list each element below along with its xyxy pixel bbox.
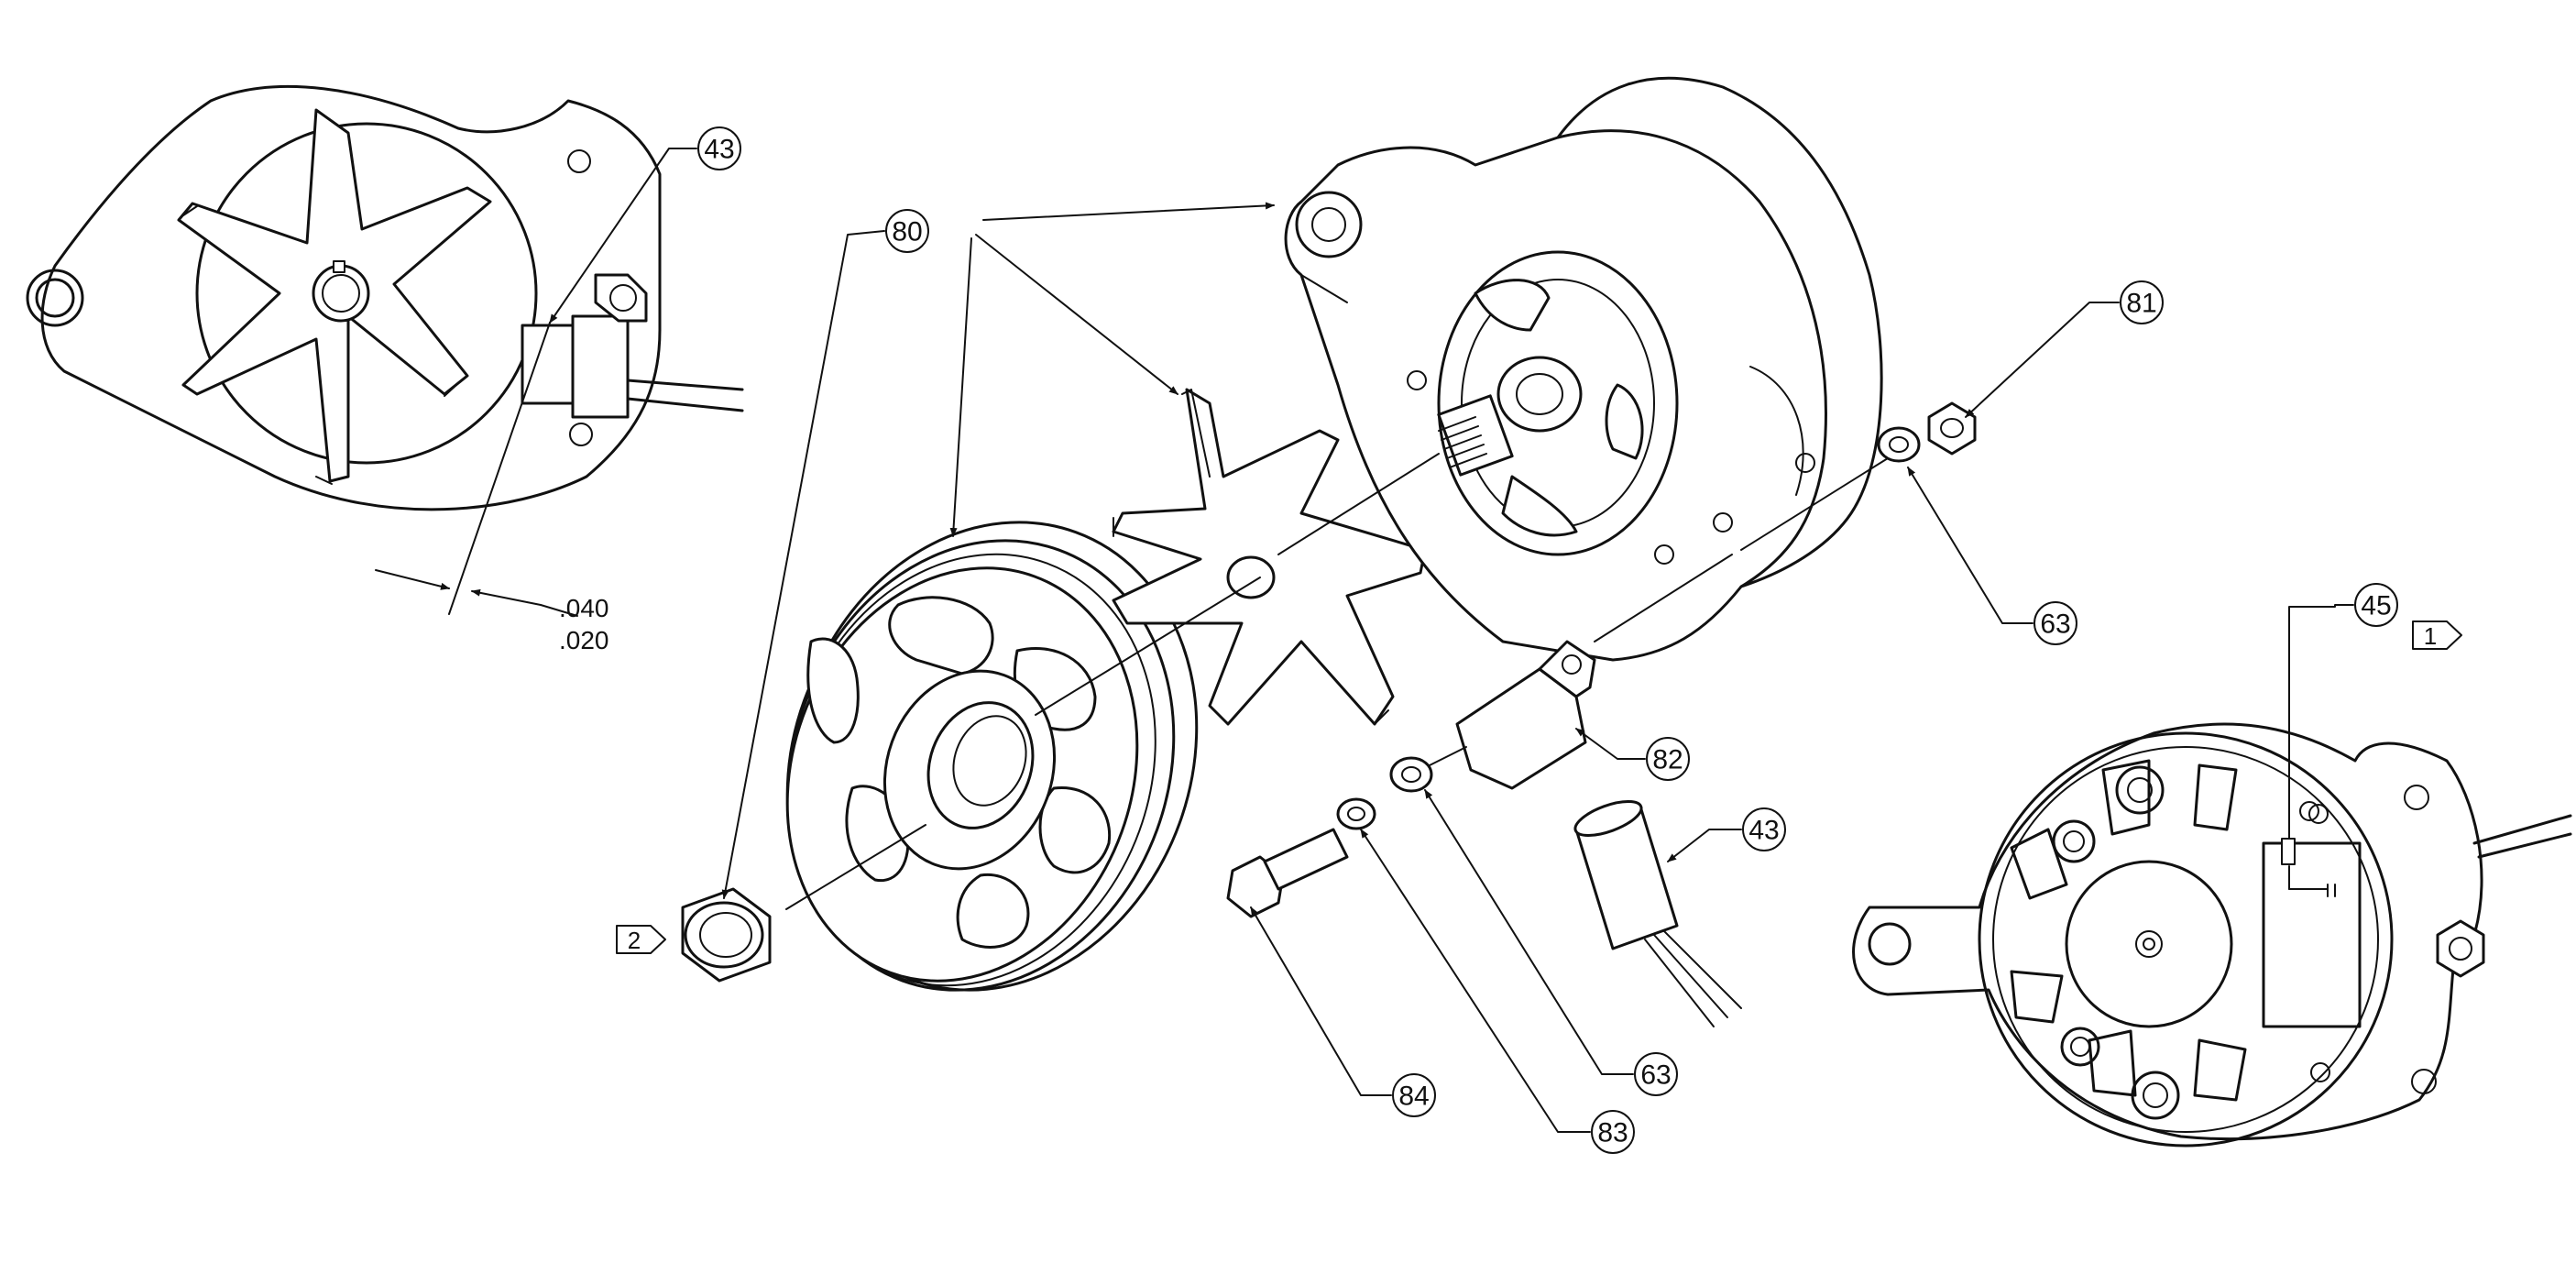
callout-43-top: 43 (697, 126, 741, 170)
svg-text:45: 45 (2361, 591, 2391, 621)
pulley (785, 521, 1199, 992)
svg-text:81: 81 (2126, 289, 2156, 319)
flag-1: 1 (2412, 621, 2462, 650)
left-alternator-view (26, 84, 744, 511)
callout-43-mid: 43 (1742, 807, 1786, 851)
callout-63-bottom: 63 (1634, 1052, 1678, 1096)
svg-text:43: 43 (1748, 816, 1779, 846)
svg-text:1: 1 (2424, 622, 2437, 650)
callout-63-right: 63 (2033, 601, 2077, 645)
callout-80: 80 (885, 209, 929, 253)
callout-81: 81 (2120, 280, 2164, 324)
svg-text:80: 80 (892, 217, 922, 247)
svg-text:43: 43 (704, 135, 734, 165)
callout-45: 45 (2354, 583, 2398, 627)
callout-bubbles: 43 80 81 63 82 43 63 83 (697, 126, 2398, 1154)
svg-text:63: 63 (1640, 1060, 1671, 1091)
flag-2: 2 (616, 925, 666, 954)
dimension-upper: .040 (559, 594, 609, 622)
callout-82: 82 (1646, 737, 1690, 781)
svg-text:63: 63 (2040, 610, 2070, 640)
gap-dimension: .040 .020 (375, 322, 609, 654)
alternator-body (1284, 76, 1883, 662)
callout-83: 83 (1591, 1110, 1635, 1154)
svg-text:84: 84 (1398, 1082, 1429, 1112)
dimension-lower: .020 (559, 626, 609, 654)
right-rear-view (1852, 722, 2572, 1148)
svg-text:2: 2 (628, 927, 641, 954)
callout-84: 84 (1392, 1073, 1436, 1117)
center-fasteners (681, 401, 1977, 1027)
svg-text:82: 82 (1652, 745, 1683, 775)
fan (1112, 388, 1427, 726)
svg-text:83: 83 (1597, 1118, 1628, 1148)
leader-lines (549, 148, 2354, 1133)
